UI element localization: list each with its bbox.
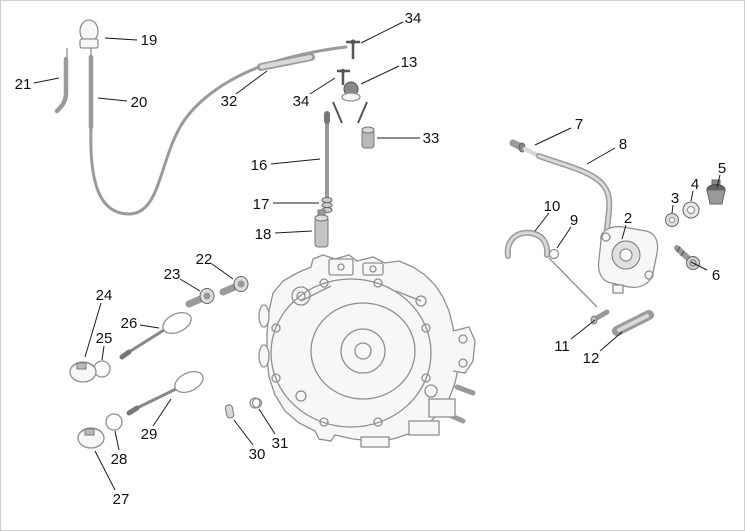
callout-22: 22: [196, 251, 213, 268]
leader-22: [211, 263, 234, 280]
callout-26: 26: [121, 315, 138, 332]
cap-27: [77, 427, 105, 449]
callout-16: 16: [251, 157, 268, 174]
callout-25: 25: [96, 330, 113, 347]
callout-32: 32: [221, 93, 238, 110]
leader-23: [179, 278, 201, 292]
callout-27: 27: [113, 491, 130, 508]
callout-19: 19: [141, 32, 158, 49]
callout-9: 9: [570, 212, 578, 229]
cap-24: [69, 361, 97, 383]
leader-32: [235, 70, 268, 95]
pin-30: [224, 404, 235, 419]
leader-8: [586, 147, 616, 165]
callout-6: 6: [712, 267, 720, 284]
leader-12: [599, 331, 623, 352]
o-ring-25: [93, 360, 111, 378]
callout-30: 30: [249, 446, 266, 463]
callout-23: 23: [164, 266, 181, 283]
leader-27: [94, 450, 116, 491]
washer-3: [665, 213, 679, 227]
grommet-13: [332, 81, 368, 124]
oil-pump-2: [597, 225, 659, 294]
dipstick-26: [119, 312, 192, 360]
callout-24: 24: [96, 287, 113, 304]
leader-5: [716, 174, 721, 188]
leader-2: [621, 224, 627, 240]
fitting-11: [590, 309, 610, 325]
callout-10: 10: [544, 198, 561, 215]
leader-9: [556, 226, 572, 249]
leader-4: [690, 190, 694, 202]
callout-12: 12: [583, 350, 600, 367]
fitting-7: [509, 139, 540, 158]
callout-20: 20: [131, 94, 148, 111]
plug-23: [185, 288, 215, 308]
hose-12: [612, 310, 654, 336]
callout-2: 2: [624, 210, 632, 227]
leader-11: [570, 319, 596, 340]
primer-bulb-part: [66, 19, 99, 57]
crankcase-part: [249, 254, 476, 448]
callout-28: 28: [111, 451, 128, 468]
bolt-6: [674, 245, 700, 270]
leader-21: [33, 77, 60, 84]
o-ring-9: [548, 248, 560, 260]
bushing-33: [361, 126, 375, 149]
callout-34-upper: 34: [405, 10, 422, 27]
leader-16: [270, 158, 321, 165]
callout-21: 21: [15, 76, 32, 93]
callout-4: 4: [691, 176, 699, 193]
leader-20: [97, 97, 128, 102]
oil-hose-10: [504, 229, 598, 308]
leader-24: [84, 302, 102, 358]
o-ring-28: [105, 413, 123, 431]
dipstick-29: [126, 371, 204, 416]
leader-18: [274, 230, 313, 234]
callout-11: 11: [554, 338, 570, 355]
leader-34-lower: [309, 77, 336, 95]
leader-26: [139, 324, 160, 329]
hose-32: [257, 53, 315, 71]
callout-5: 5: [718, 160, 726, 177]
callout-29: 29: [141, 426, 158, 443]
callout-34-lower: 34: [293, 93, 310, 110]
valve-18: [314, 209, 329, 248]
leader-25: [101, 345, 105, 361]
diagram-artwork: [54, 19, 726, 449]
callout-17: 17: [253, 196, 270, 213]
leader-10: [534, 212, 550, 232]
leader-lines: [33, 21, 721, 491]
leader-28: [114, 430, 120, 451]
stud-31: [251, 397, 263, 409]
callout-8: 8: [619, 136, 627, 153]
callout-labels: 34 19 13 21 20 32 34 33 16 17 18 7 8 5 4…: [15, 10, 727, 508]
callout-31: 31: [272, 435, 289, 452]
callout-3: 3: [671, 190, 679, 207]
callout-33: 33: [423, 130, 440, 147]
cap-5: [706, 179, 726, 205]
fuel-line: [89, 45, 348, 216]
plug-22: [219, 276, 249, 296]
leader-34-upper: [360, 21, 404, 44]
leader-6: [690, 261, 708, 271]
leader-31: [258, 408, 276, 435]
leader-13: [360, 65, 400, 85]
callout-18: 18: [255, 226, 272, 243]
washer-4: [682, 201, 700, 219]
leader-29: [152, 398, 172, 427]
fitting-34-upper: [346, 39, 360, 59]
callout-13: 13: [401, 54, 418, 71]
oil-hose-8: [536, 153, 613, 232]
leader-3: [671, 204, 674, 214]
leader-19: [104, 37, 138, 41]
callout-7: 7: [575, 116, 583, 133]
leader-7: [534, 127, 572, 146]
leader-30: [233, 419, 254, 446]
fitting-34-lower: [337, 68, 350, 85]
fuel-tube-21: [54, 56, 69, 114]
